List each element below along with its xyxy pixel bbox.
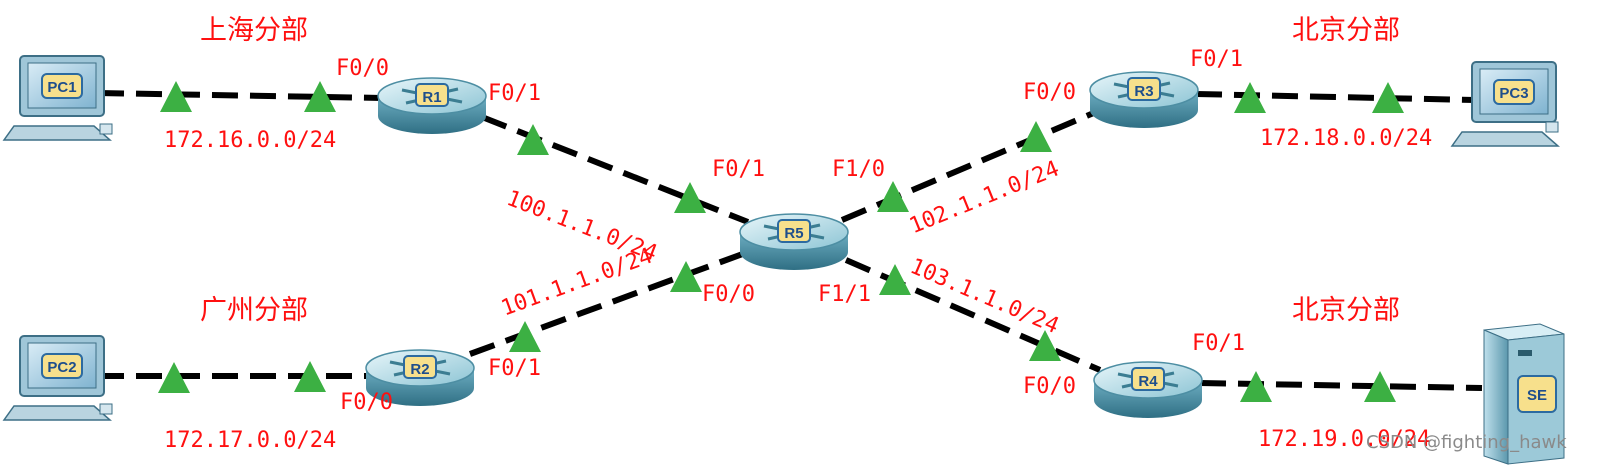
link-up-icon <box>158 362 190 393</box>
router-label-r2: R2 <box>410 361 429 378</box>
iface-label-r3-f01: F0/1 <box>1190 47 1243 72</box>
link-up-icon <box>1240 371 1272 402</box>
router-label-r3: R3 <box>1134 83 1153 100</box>
network-label-lan-guangzhou: 172.17.0.0/24 <box>164 428 337 453</box>
link-r4-se <box>1199 380 1483 391</box>
link-up-icon <box>304 81 336 112</box>
server-icon[interactable]: SE <box>1483 323 1565 465</box>
link-up-icon <box>517 124 549 155</box>
pc-label-pc1: PC1 <box>47 79 76 96</box>
iface-label-r5-f11: F1/1 <box>818 282 871 307</box>
region-label-shanghai: 上海分部 <box>200 15 308 46</box>
link-r1-r5 <box>480 114 750 225</box>
region-label-beijing-bottom: 北京分部 <box>1292 295 1400 326</box>
router-icon[interactable]: R1 <box>377 77 487 134</box>
link-up-icon <box>509 321 541 352</box>
link-up-icon <box>877 181 909 212</box>
router-icon[interactable]: R2 <box>365 349 475 406</box>
link-up-icon <box>160 81 192 112</box>
pc-label-pc3: PC3 <box>1499 85 1528 102</box>
iface-label-r5-f01: F0/1 <box>712 157 765 182</box>
router-icon[interactable]: R5 <box>739 213 849 270</box>
link-up-icon <box>1029 330 1061 361</box>
link-up-icon <box>879 264 911 295</box>
iface-label-r2-f00: F0/0 <box>340 390 393 415</box>
router-label-r1: R1 <box>422 89 441 106</box>
link-status-indicators <box>158 81 1404 402</box>
region-label-guangzhou: 广州分部 <box>200 295 308 326</box>
link-r2-r5 <box>468 249 750 357</box>
router-label-r4: R4 <box>1138 373 1158 390</box>
pc-icon[interactable]: PC2 <box>2 335 113 421</box>
iface-label-r5-f00: F0/0 <box>702 282 755 307</box>
link-up-icon <box>674 182 706 213</box>
region-label-beijing-top: 北京分部 <box>1292 15 1400 46</box>
link-r3-pc3 <box>1195 91 1476 103</box>
iface-label-r5-f10: F1/0 <box>832 157 885 182</box>
network-label-lan-shanghai: 172.16.0.0/24 <box>164 128 337 153</box>
network-label-lan-beijing-pc3: 172.18.0.0/24 <box>1260 126 1433 151</box>
iface-label-r1-f00: F0/0 <box>336 56 389 81</box>
server-label-se: SE <box>1527 387 1547 404</box>
link-up-icon <box>1364 371 1396 402</box>
link-up-icon <box>1234 82 1266 113</box>
link-up-icon <box>294 361 326 392</box>
router-label-r5: R5 <box>784 225 803 242</box>
router-icon[interactable]: R3 <box>1089 71 1199 128</box>
pc-icon[interactable]: PC1 <box>2 55 113 141</box>
router-icon[interactable]: R4 <box>1093 361 1203 418</box>
watermark: CSDN @fighting_hawk <box>1366 432 1567 453</box>
iface-label-r4-f01: F0/1 <box>1192 331 1245 356</box>
iface-label-r4-f00: F0/0 <box>1023 374 1076 399</box>
iface-label-r2-f01: F0/1 <box>488 356 541 381</box>
pc-icon[interactable]: PC3 <box>1450 61 1560 147</box>
link-up-icon <box>1020 121 1052 152</box>
link-up-icon <box>670 261 702 292</box>
pc-label-pc2: PC2 <box>47 359 76 376</box>
link-up-icon <box>1372 82 1404 113</box>
link-pc1-r1 <box>97 90 383 101</box>
iface-label-r3-f00: F0/0 <box>1023 80 1076 105</box>
network-label-lan-beijing-se: 172.19.0.0/24 <box>1258 427 1431 452</box>
iface-label-r1-f01: F0/1 <box>488 81 541 106</box>
